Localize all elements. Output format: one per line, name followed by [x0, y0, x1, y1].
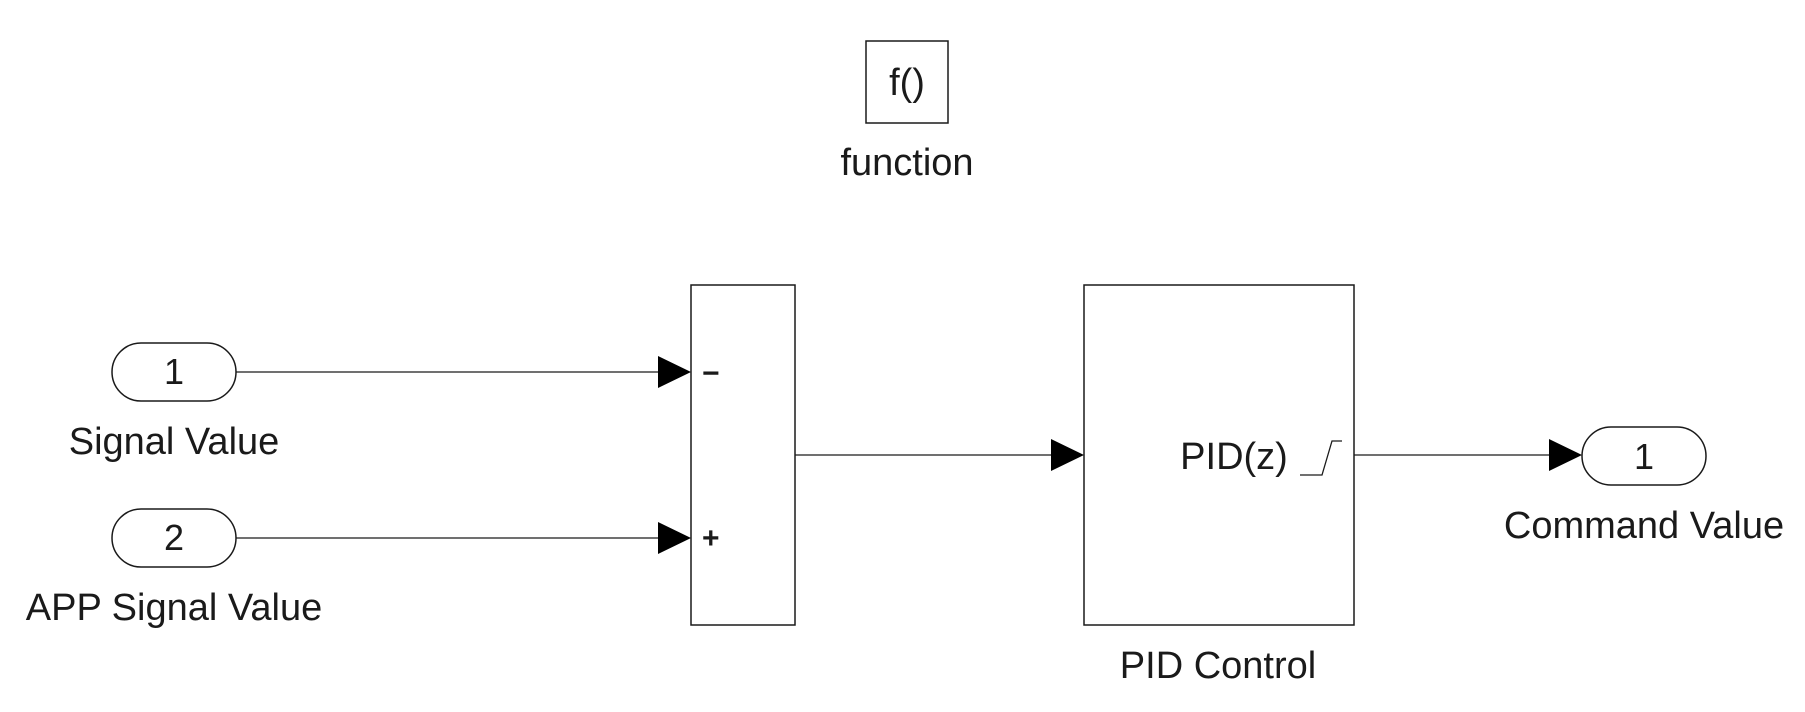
- sum-minus-sign: −: [702, 357, 720, 390]
- outport-1-shape[interactable]: [1581, 426, 1707, 486]
- inport-2-caption: APP Signal Value: [26, 587, 322, 629]
- inport-2-number: 2: [164, 517, 184, 558]
- function-block[interactable]: f(): [865, 40, 949, 124]
- outport-1-number: 1: [1634, 436, 1654, 477]
- sum-block[interactable]: − +: [690, 284, 796, 626]
- inport-2[interactable]: 2: [111, 508, 237, 568]
- function-block-label: f(): [889, 62, 925, 104]
- outport-1[interactable]: 1: [1581, 426, 1707, 486]
- arrowhead-outport-input: [1549, 439, 1582, 471]
- sum-plus-sign: +: [702, 522, 720, 555]
- pid-saturation-icon: [1300, 440, 1342, 476]
- function-block-caption: function: [840, 142, 973, 184]
- pid-block[interactable]: PID(z): [1083, 284, 1355, 626]
- outport-1-caption: Command Value: [1504, 505, 1784, 547]
- inport-1-caption: Signal Value: [69, 421, 280, 463]
- arrowhead-pid-input: [1051, 439, 1084, 471]
- inport-1[interactable]: 1: [111, 342, 237, 402]
- inport-1-number: 1: [164, 351, 184, 392]
- pid-block-caption: PID Control: [1120, 645, 1316, 687]
- arrowhead-sum-plus-input: [658, 522, 691, 554]
- sum-block-box[interactable]: [690, 284, 796, 626]
- arrowhead-sum-minus-input: [658, 356, 691, 388]
- function-block-box[interactable]: [865, 40, 949, 124]
- pid-block-label: PID(z): [1180, 436, 1288, 478]
